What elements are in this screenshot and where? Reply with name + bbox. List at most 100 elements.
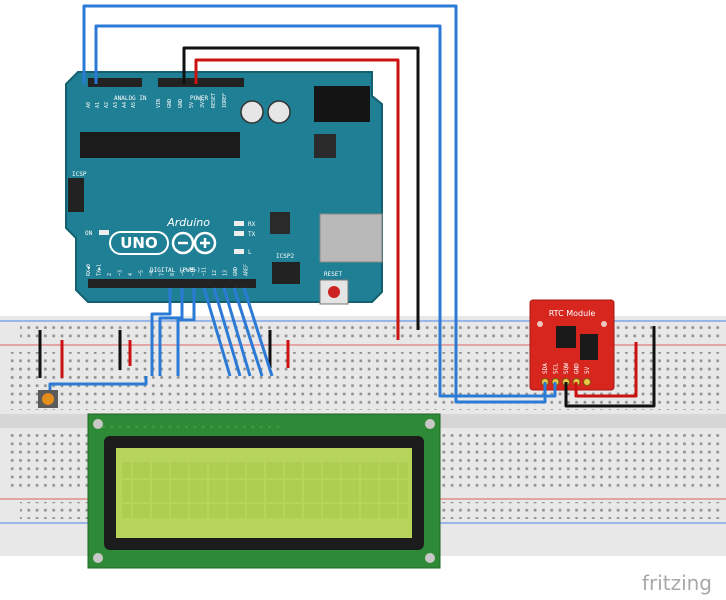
digital-pin-label-10: ~10 bbox=[191, 267, 197, 276]
analog-pin-label-0: A0 bbox=[86, 102, 92, 108]
digital-pin-label-2: 2 bbox=[107, 273, 113, 276]
fritzing-watermark: fritzing bbox=[642, 571, 712, 595]
rtc-title: RTC Module bbox=[549, 309, 596, 318]
lcd-display bbox=[87, 413, 441, 569]
digital-pin-label-3: ~3 bbox=[118, 270, 124, 276]
wire-d11 bbox=[158, 288, 184, 376]
power-jack bbox=[314, 86, 370, 122]
analog-pin-label-2: A2 bbox=[104, 102, 110, 108]
wire-d4 bbox=[202, 287, 232, 377]
wire-rtc-gnd bbox=[564, 326, 656, 408]
wire-d2 bbox=[222, 287, 252, 377]
voltage-regulator bbox=[314, 134, 336, 158]
digital-pin-label-1: TX▶1 bbox=[97, 264, 103, 276]
wire-d12 bbox=[150, 288, 172, 376]
rx-led bbox=[234, 221, 244, 226]
power-pin-label-2: GND bbox=[178, 99, 184, 108]
rtc-pin-label-gnd: GND bbox=[574, 363, 581, 374]
lcd-character-cells bbox=[122, 462, 408, 518]
power-pin-label-0: VIN bbox=[156, 99, 162, 108]
digital-pin-label-15: AREF bbox=[244, 264, 250, 276]
digital-pin-label-7: 7 bbox=[160, 273, 166, 276]
digital-pin-label-9: ~9 bbox=[181, 270, 187, 276]
power-pin-label-3: 5V bbox=[189, 102, 195, 108]
wire-a5-scl bbox=[94, 24, 557, 398]
digital-pin-label-8: 8 bbox=[170, 273, 176, 276]
rtc-mount-hole-icon-2 bbox=[601, 321, 607, 327]
digital-pin-label-13: 13 bbox=[223, 270, 229, 276]
icsp-label: ICSP bbox=[72, 171, 87, 178]
rx-led-label: RX bbox=[248, 221, 256, 228]
capacitor-1 bbox=[240, 100, 264, 124]
wire-rtc-5v bbox=[574, 342, 638, 398]
power-pin-labels: VIN GND GND 5V 3V3 RESET IOREF bbox=[156, 93, 228, 108]
digital-pin-label-11: ~11 bbox=[202, 267, 208, 276]
usb-connector bbox=[319, 213, 383, 263]
analog-header bbox=[88, 78, 142, 87]
potentiometer bbox=[38, 390, 58, 408]
icsp2-header bbox=[272, 262, 300, 284]
icsp-header bbox=[68, 178, 84, 212]
capacitor-2 bbox=[267, 100, 291, 124]
power-pin-label-1: GND bbox=[167, 99, 173, 108]
wires bbox=[38, 4, 656, 408]
reset-label: RESET bbox=[324, 271, 342, 278]
digital-header bbox=[88, 279, 256, 288]
rtc-pin-label-sqw: SQW bbox=[563, 363, 570, 374]
analog-pin-label-5: A5 bbox=[131, 102, 137, 108]
digital-pin-label-12: 12 bbox=[212, 270, 218, 276]
digital-pin-label-14: GND bbox=[233, 267, 239, 276]
reset-button bbox=[319, 279, 349, 305]
wire-a4-sda bbox=[82, 4, 547, 404]
digital-pin-label-6: ~6 bbox=[149, 270, 155, 276]
digital-pin-label-4: 4 bbox=[128, 273, 134, 276]
power-rail-top-holes bbox=[20, 324, 720, 341]
analog-in-label: ANALOG IN bbox=[114, 95, 147, 102]
rtc-pin-label-sda: SDA bbox=[542, 363, 549, 374]
digital-pin-label-0: RX◀0 bbox=[86, 264, 92, 276]
arduino-uno-board: UNO Arduino ANALOG IN POWER DIGITAL (PWM… bbox=[65, 71, 383, 305]
wire-d5 bbox=[176, 288, 196, 376]
power-header bbox=[158, 78, 244, 87]
rtc-pin-label-scl: SCL bbox=[553, 363, 560, 374]
tx-led bbox=[234, 231, 244, 236]
rtc-pin-5v bbox=[583, 378, 591, 386]
analog-pin-label-1: A1 bbox=[95, 102, 101, 108]
digital-label: DIGITAL (PWM~) bbox=[150, 267, 201, 274]
wire-d1 bbox=[232, 287, 264, 377]
l-led bbox=[234, 249, 244, 254]
digital-pin-labels: RX◀0 TX▶1 2 ~3 4 ~5 ~6 7 8 ~9 ~10 ~11 12 13 GND AREF bbox=[86, 264, 250, 276]
usb-chip bbox=[270, 212, 290, 234]
lcd-mount-hole-icon-tl bbox=[93, 419, 103, 429]
digital-pin-label-5: ~5 bbox=[139, 270, 145, 276]
rtc-mount-hole-icon bbox=[537, 321, 543, 327]
wire-gnd bbox=[182, 46, 420, 330]
wire-d0 bbox=[242, 287, 274, 377]
wire-d3 bbox=[212, 287, 242, 377]
arduino-model-label: UNO bbox=[120, 234, 158, 252]
icsp2-label: ICSP2 bbox=[276, 253, 294, 260]
reset-button-cap bbox=[328, 286, 340, 298]
arduino-logo-icon bbox=[109, 231, 217, 255]
lcd-mount-hole-icon-tr bbox=[425, 419, 435, 429]
rtc-pin-label-5v: 5V bbox=[584, 366, 591, 374]
on-led bbox=[99, 230, 109, 235]
power-pin-label-5: RESET bbox=[211, 93, 217, 108]
power-pin-label-6: IOREF bbox=[222, 93, 228, 108]
lcd-header-pins bbox=[102, 420, 280, 428]
power-pin-label-4: 3V3 bbox=[200, 99, 206, 108]
microcontroller-chip bbox=[80, 132, 240, 158]
analog-pin-label-4: A4 bbox=[122, 102, 128, 108]
lcd-mount-hole-icon-br bbox=[425, 553, 435, 563]
tx-led-label: TX bbox=[248, 231, 256, 238]
wire-5v bbox=[194, 58, 400, 340]
l-led-label: L bbox=[248, 249, 252, 256]
arduino-pcb bbox=[65, 71, 383, 303]
arduino-brand-label: Arduino bbox=[166, 216, 210, 229]
wire-pot-wiper bbox=[48, 376, 148, 390]
rtc-eeprom-chip bbox=[580, 334, 598, 360]
potentiometer-knob-icon bbox=[42, 393, 54, 405]
